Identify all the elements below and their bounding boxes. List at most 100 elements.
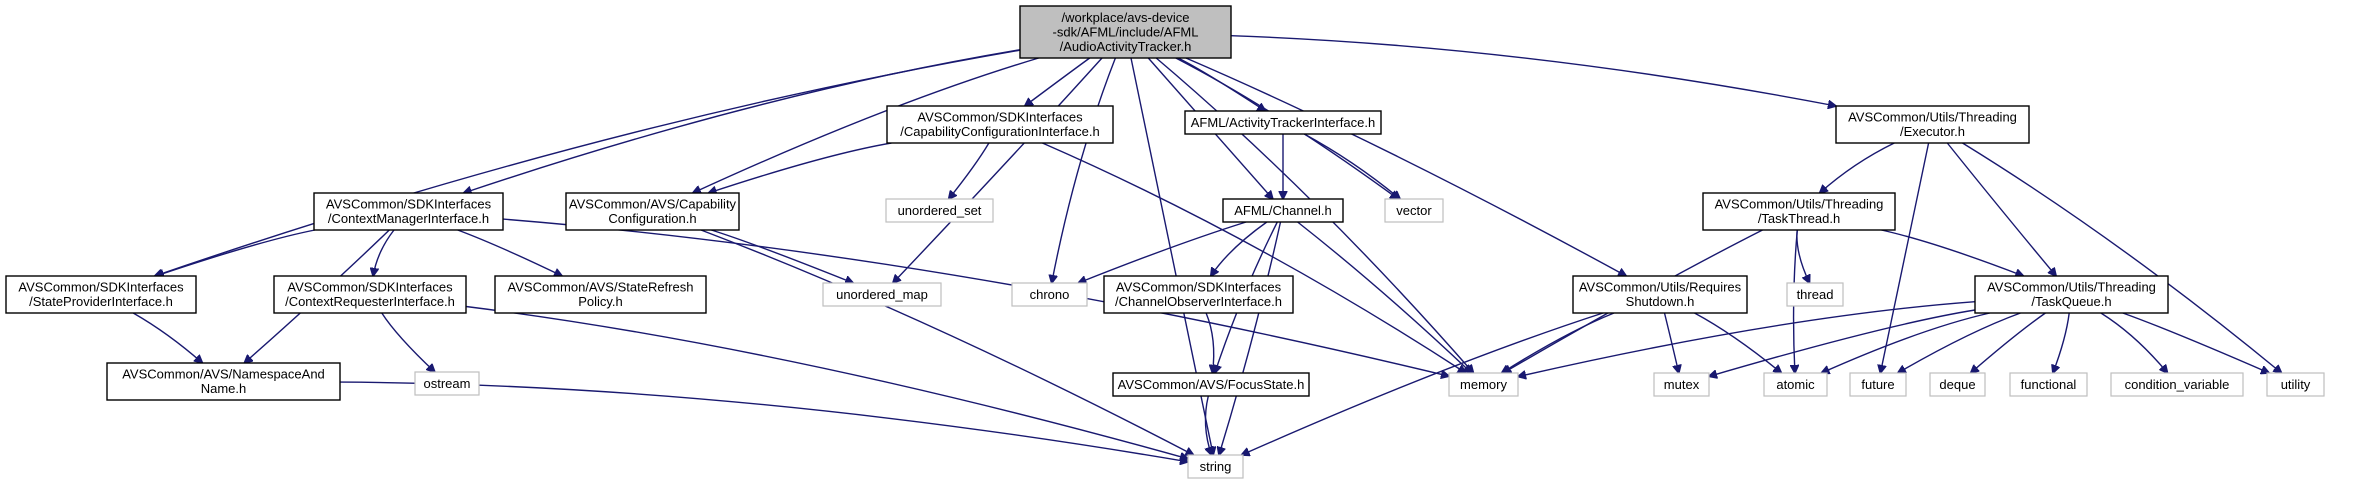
node-root[interactable]: /workplace/avs-device-sdk/AFML/include/A… <box>1019 5 1232 59</box>
node-label-chrono-line-0: chrono <box>1030 287 1070 302</box>
node-capcfgif[interactable]: AVSCommon/SDKInterfaces/CapabilityConfig… <box>886 105 1114 144</box>
node-box-chrono <box>1011 282 1088 307</box>
node-label-functional-line-0: functional <box>2021 377 2077 392</box>
node-label-focus-line-0: AVSCommon/AVS/FocusState.h <box>1118 377 1305 392</box>
node-label-reqshut-line-0: AVSCommon/Utils/Requires <box>1579 280 1742 295</box>
node-focus[interactable]: AVSCommon/AVS/FocusState.h <box>1112 372 1310 397</box>
node-label-tasktq-line-1: /TaskThread.h <box>1758 211 1840 226</box>
node-label-root-line-2: /AudioActivityTracker.h <box>1060 39 1192 54</box>
node-box-focus <box>1112 372 1310 397</box>
node-box-staterefresh <box>494 275 707 314</box>
node-label-deque-line-0: deque <box>1939 377 1975 392</box>
node-label-capcfgif-line-0: AVSCommon/SDKInterfaces <box>917 110 1083 125</box>
edge-root-to-chrono <box>1052 57 1117 283</box>
edge-root-to-umap <box>893 57 1103 283</box>
node-tasktq[interactable]: AVSCommon/Utils/Threading/TaskThread.h <box>1702 192 1896 231</box>
node-label-thread-line-0: thread <box>1797 287 1834 302</box>
node-label-stateprov-line-0: AVSCommon/SDKInterfaces <box>18 280 184 295</box>
node-ctxmgr[interactable]: AVSCommon/SDKInterfaces/ContextManagerIn… <box>313 192 504 231</box>
node-string: string <box>1187 454 1244 479</box>
node-label-afmlchan-line-0: AFML/Channel.h <box>1234 203 1332 218</box>
node-label-capcfg-line-1: Configuration.h <box>608 211 696 226</box>
node-box-nsname <box>106 362 341 401</box>
edge-ctxmgr-to-staterefresh <box>457 229 562 276</box>
node-taskq[interactable]: AVSCommon/Utils/Threading/TaskQueue.h <box>1974 275 2169 314</box>
edge-taskq-to-atomic <box>1821 312 1990 373</box>
node-label-chanobs-line-1: /ChannelObserverInterface.h <box>1115 294 1282 309</box>
edge-capcfgif-to-memory <box>1042 142 1465 373</box>
edge-ctxmgr-to-memory <box>502 218 1449 376</box>
node-label-utility-line-0: utility <box>2281 377 2311 392</box>
edge-reqshut-to-string <box>1242 312 1604 455</box>
dependency-nodes: /workplace/avs-device-sdk/AFML/include/A… <box>5 5 2325 479</box>
node-label-staterefresh-line-0: AVSCommon/AVS/StateRefresh <box>508 280 694 295</box>
node-label-executor-line-0: AVSCommon/Utils/Threading <box>1848 110 2017 125</box>
node-box-executor <box>1835 105 2030 144</box>
edge-executor-to-utility <box>1962 142 2282 373</box>
node-label-acttracker-line-0: AFML/ActivityTrackerInterface.h <box>1191 115 1375 130</box>
node-label-taskq-line-0: AVSCommon/Utils/Threading <box>1987 280 2156 295</box>
node-ctxreq[interactable]: AVSCommon/SDKInterfaces/ContextRequester… <box>273 275 467 314</box>
edge-afmlchan-to-chrono <box>1078 221 1247 283</box>
node-stateprov[interactable]: AVSCommon/SDKInterfaces/StateProviderInt… <box>5 275 197 314</box>
node-label-memory-line-0: memory <box>1460 377 1507 392</box>
node-umap: unordered_map <box>822 282 942 307</box>
node-label-umap-line-0: unordered_map <box>836 287 928 302</box>
edge-taskq-to-condvar <box>2100 312 2168 373</box>
node-box-memory <box>1448 372 1519 397</box>
node-capcfg[interactable]: AVSCommon/AVS/CapabilityConfiguration.h <box>565 192 740 231</box>
node-label-nsname-line-0: AVSCommon/AVS/NamespaceAnd <box>122 367 325 382</box>
edge-capcfgif-to-uset <box>949 142 990 199</box>
edge-capcfg-to-string <box>700 229 1194 455</box>
node-acttracker[interactable]: AFML/ActivityTrackerInterface.h <box>1184 110 1382 135</box>
edge-taskq-to-deque <box>1971 312 2046 373</box>
edge-stateprov-to-nsname <box>132 312 202 363</box>
edge-taskq-to-functional <box>2053 312 2070 373</box>
node-label-root-line-1: -sdk/AFML/include/AFML <box>1053 24 1199 39</box>
node-label-chanobs-line-0: AVSCommon/SDKInterfaces <box>1116 280 1282 295</box>
node-box-stateprov <box>5 275 197 314</box>
node-label-capcfgif-line-1: /CapabilityConfigurationInterface.h <box>900 124 1099 139</box>
node-box-umap <box>822 282 942 307</box>
edge-reqshut-to-mutex <box>1663 312 1679 373</box>
edge-tasktq-to-thread <box>1796 229 1810 283</box>
node-box-mutex <box>1653 372 1710 397</box>
edge-root-to-capcfg <box>693 57 1039 193</box>
node-box-chanobs <box>1103 275 1294 314</box>
node-box-uset <box>885 198 994 223</box>
node-box-ctxmgr <box>313 192 504 231</box>
edge-root-to-executor <box>1230 35 1836 106</box>
node-box-tasktq <box>1702 192 1896 231</box>
node-chanobs[interactable]: AVSCommon/SDKInterfaces/ChannelObserverI… <box>1103 275 1294 314</box>
edge-taskq-to-utility <box>2122 312 2269 373</box>
node-box-utility <box>2266 372 2325 397</box>
dependency-edges <box>132 35 2282 462</box>
node-box-future <box>1849 372 1907 397</box>
node-atomic: atomic <box>1763 372 1828 397</box>
node-label-nsname-line-1: Name.h <box>201 381 247 396</box>
edge-chanobs-to-focus <box>1205 312 1214 373</box>
node-box-string <box>1187 454 1244 479</box>
edge-root-to-reqshut <box>1185 57 1626 276</box>
node-label-ctxmgr-line-1: /ContextManagerInterface.h <box>328 211 489 226</box>
edge-ctxmgr-to-ctxreq <box>373 229 395 276</box>
edge-root-to-ctxmgr <box>464 49 1021 193</box>
node-box-deque <box>1929 372 1986 397</box>
node-afmlchan[interactable]: AFML/Channel.h <box>1222 198 1344 223</box>
node-label-reqshut-line-1: Shutdown.h <box>1626 294 1695 309</box>
edge-taskq-to-memory <box>1518 301 1976 377</box>
edge-executor-to-future <box>1880 142 1930 373</box>
node-label-stateprov-line-1: /StateProviderInterface.h <box>29 294 173 309</box>
node-label-vector-line-0: vector <box>1396 203 1432 218</box>
node-box-atomic <box>1763 372 1828 397</box>
node-label-executor-line-1: /Executor.h <box>1900 124 1965 139</box>
node-box-functional <box>2009 372 2088 397</box>
node-memory: memory <box>1448 372 1519 397</box>
node-label-condvar-line-0: condition_variable <box>2125 377 2230 392</box>
node-box-root <box>1019 5 1232 59</box>
node-executor[interactable]: AVSCommon/Utils/Threading/Executor.h <box>1835 105 2030 144</box>
